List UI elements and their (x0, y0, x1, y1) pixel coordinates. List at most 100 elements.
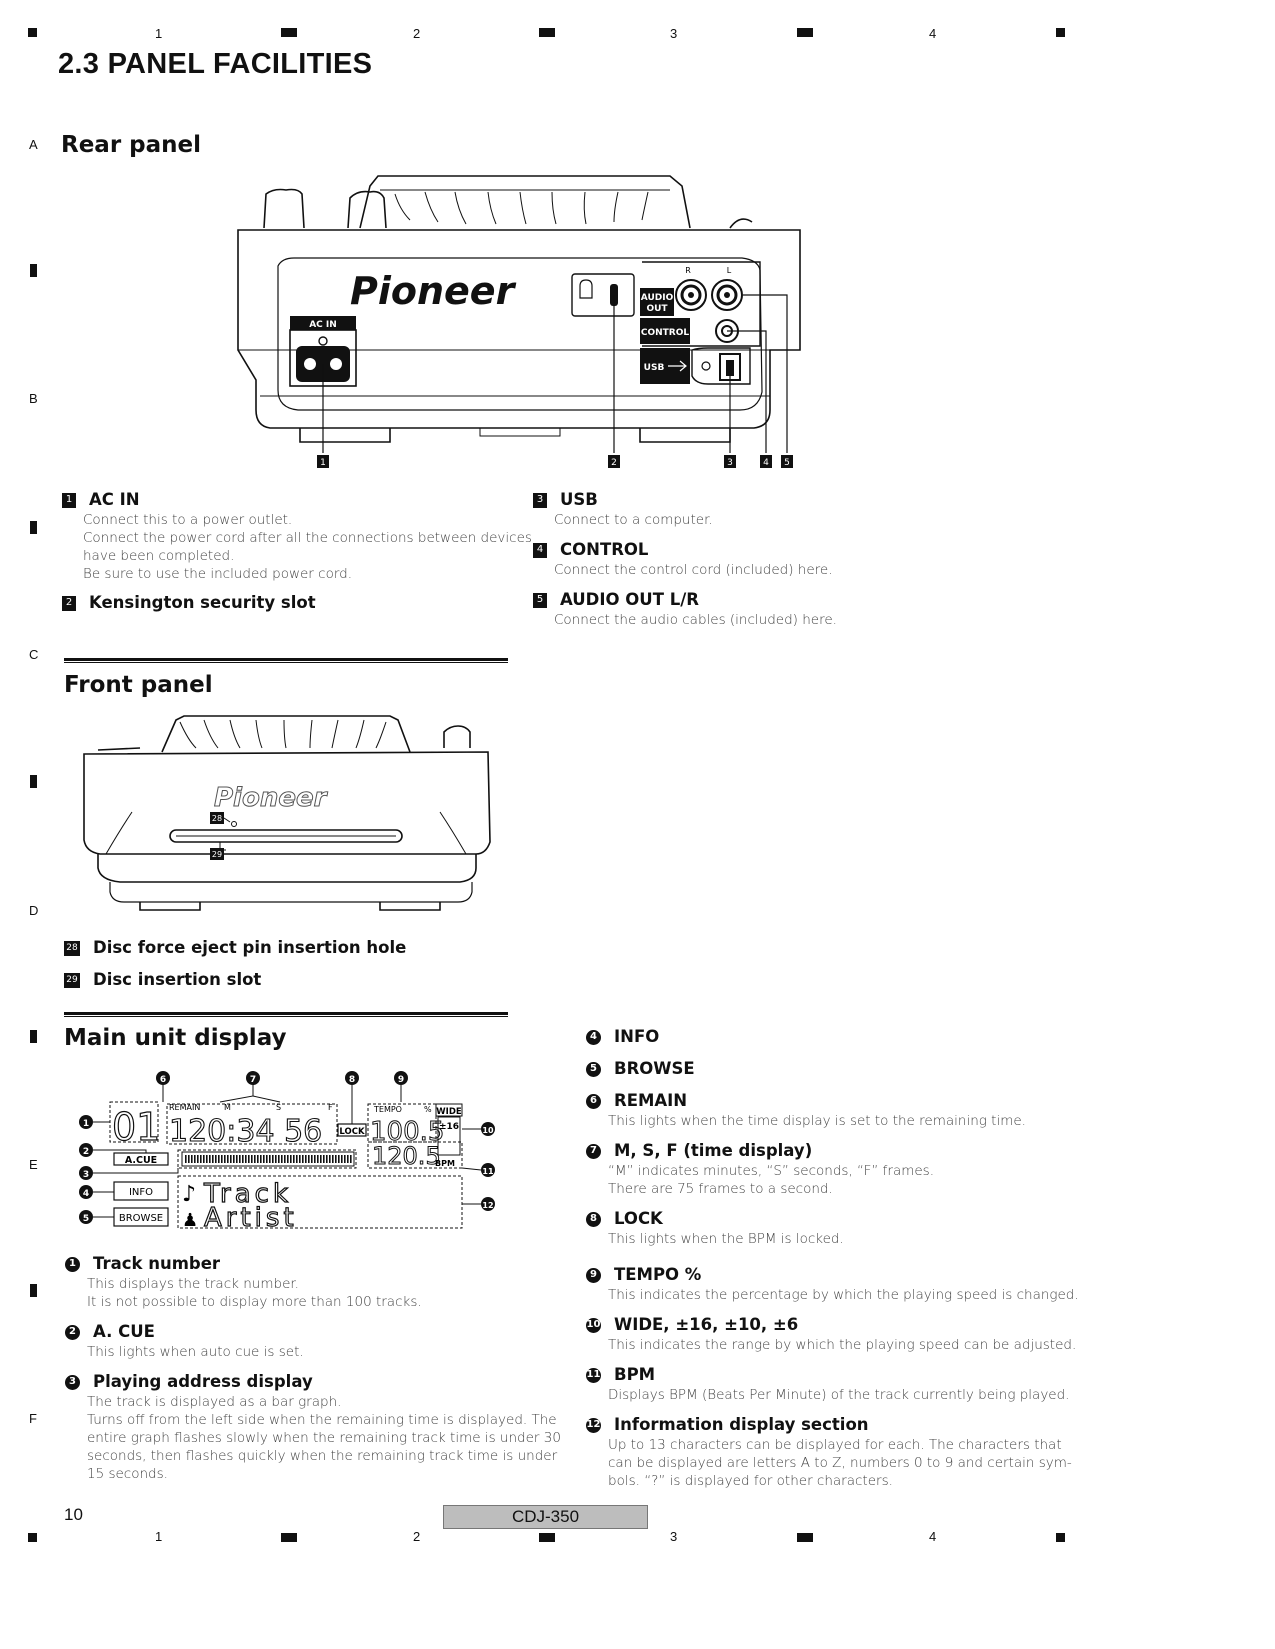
bar-segment (269, 1155, 271, 1163)
registration-mark (539, 1533, 555, 1542)
bar-segment (266, 1155, 268, 1163)
bar-segment (302, 1155, 304, 1163)
row-tick (30, 775, 37, 788)
artist-icon: ♟ (182, 1210, 198, 1231)
callout-29: 29 (212, 850, 222, 859)
callout-28: 28 (212, 814, 222, 823)
usb-label: USB (644, 363, 665, 373)
bar-segment (272, 1155, 274, 1163)
bar-segment (338, 1155, 340, 1163)
bar-segment (329, 1155, 331, 1163)
column-number: 1 (155, 1529, 163, 1544)
ac-in-label: AC IN (309, 320, 337, 330)
bar-segment (224, 1155, 226, 1163)
row-letter: F (29, 1411, 37, 1426)
info-line-track: Track (203, 1179, 292, 1209)
row-letter: C (29, 647, 39, 662)
bar-segment (326, 1155, 328, 1163)
bar-segment (314, 1155, 316, 1163)
bar-segment (305, 1155, 307, 1163)
callout-11: 11 (482, 1167, 494, 1176)
bar-segment (203, 1155, 205, 1163)
callout-7: 7 (250, 1075, 256, 1085)
registration-mark (1056, 28, 1065, 37)
column-number: 2 (413, 1529, 421, 1544)
bar-segment (263, 1155, 265, 1163)
bar-segment (290, 1155, 292, 1163)
bar-segment (230, 1155, 232, 1163)
callout-1: 1 (83, 1119, 89, 1129)
bar-segment (350, 1155, 352, 1163)
bar-segment (239, 1155, 241, 1163)
front-panel-figure: Pioneer 28 29 (83, 715, 491, 911)
page-number: 10 (64, 1505, 83, 1524)
bar-segment (245, 1155, 247, 1163)
callout-4: 4 (763, 458, 769, 468)
bar-segment (236, 1155, 238, 1163)
bar-segment (197, 1155, 199, 1163)
top-callouts: 6 7 8 9 (156, 1071, 408, 1085)
row-letter: D (29, 903, 39, 918)
rear-panel-heading: Rear panel (61, 132, 202, 158)
registration-mark (797, 1533, 813, 1542)
bar-segment (341, 1155, 343, 1163)
bar-segment (227, 1155, 229, 1163)
pioneer-logo-outline: Pioneer (214, 783, 329, 813)
bar-segment (308, 1155, 310, 1163)
section-rule (64, 658, 508, 663)
bar-segment (284, 1155, 286, 1163)
registration-mark (539, 28, 555, 37)
bar-segment (212, 1155, 214, 1163)
column-number: 3 (670, 1529, 678, 1544)
registration-mark (1056, 1533, 1065, 1542)
bar-segment (335, 1155, 337, 1163)
frames-indicator: F (328, 1103, 333, 1112)
callout-10: 10 (482, 1126, 494, 1135)
bar-segment (218, 1155, 220, 1163)
rear-panel-figure: Pioneer AC IN AUDIO OUT R L CONTROL USB … (237, 175, 801, 468)
bar-segment (206, 1155, 208, 1163)
column-number: 4 (929, 1529, 937, 1544)
callout-9: 9 (398, 1075, 404, 1085)
bar-segment (188, 1155, 190, 1163)
a-cue-indicator: A.CUE (125, 1155, 157, 1166)
model-label: CDJ-350 (443, 1505, 648, 1529)
bar-segment (257, 1155, 259, 1163)
row-letter: E (29, 1157, 38, 1172)
bar-segment (299, 1155, 301, 1163)
row-tick (30, 1030, 37, 1043)
bar-segment (194, 1155, 196, 1163)
bar-segment (191, 1155, 193, 1163)
bar-segment (311, 1155, 313, 1163)
column-number: 3 (670, 26, 678, 41)
bar-segment (209, 1155, 211, 1163)
callout-5: 5 (784, 458, 790, 468)
bar-segment (233, 1155, 235, 1163)
audio-out-label: OUT (646, 304, 668, 314)
bpm-indicator: BPM (435, 1159, 455, 1168)
bar-segment (275, 1155, 277, 1163)
page-title: 2.3 PANEL FACILITIES (58, 48, 373, 80)
column-number: 2 (413, 26, 421, 41)
callout-2: 2 (611, 458, 617, 468)
tempo-label: TEMPO (373, 1105, 402, 1114)
bar-segment (242, 1155, 244, 1163)
section-rule (64, 1012, 508, 1017)
registration-mark (28, 1533, 37, 1542)
bar-segment (248, 1155, 250, 1163)
bar-segment (332, 1155, 334, 1163)
info-indicator: INFO (129, 1187, 153, 1198)
main-unit-display-heading: Main unit display (64, 1025, 287, 1051)
main-display-figure: 6 7 8 9 01 REMAIN M S F 120:34 56 LOCK T… (79, 1071, 495, 1234)
bar-segment (260, 1155, 262, 1163)
callout-6: 6 (160, 1075, 166, 1085)
bar-segment (347, 1155, 349, 1163)
